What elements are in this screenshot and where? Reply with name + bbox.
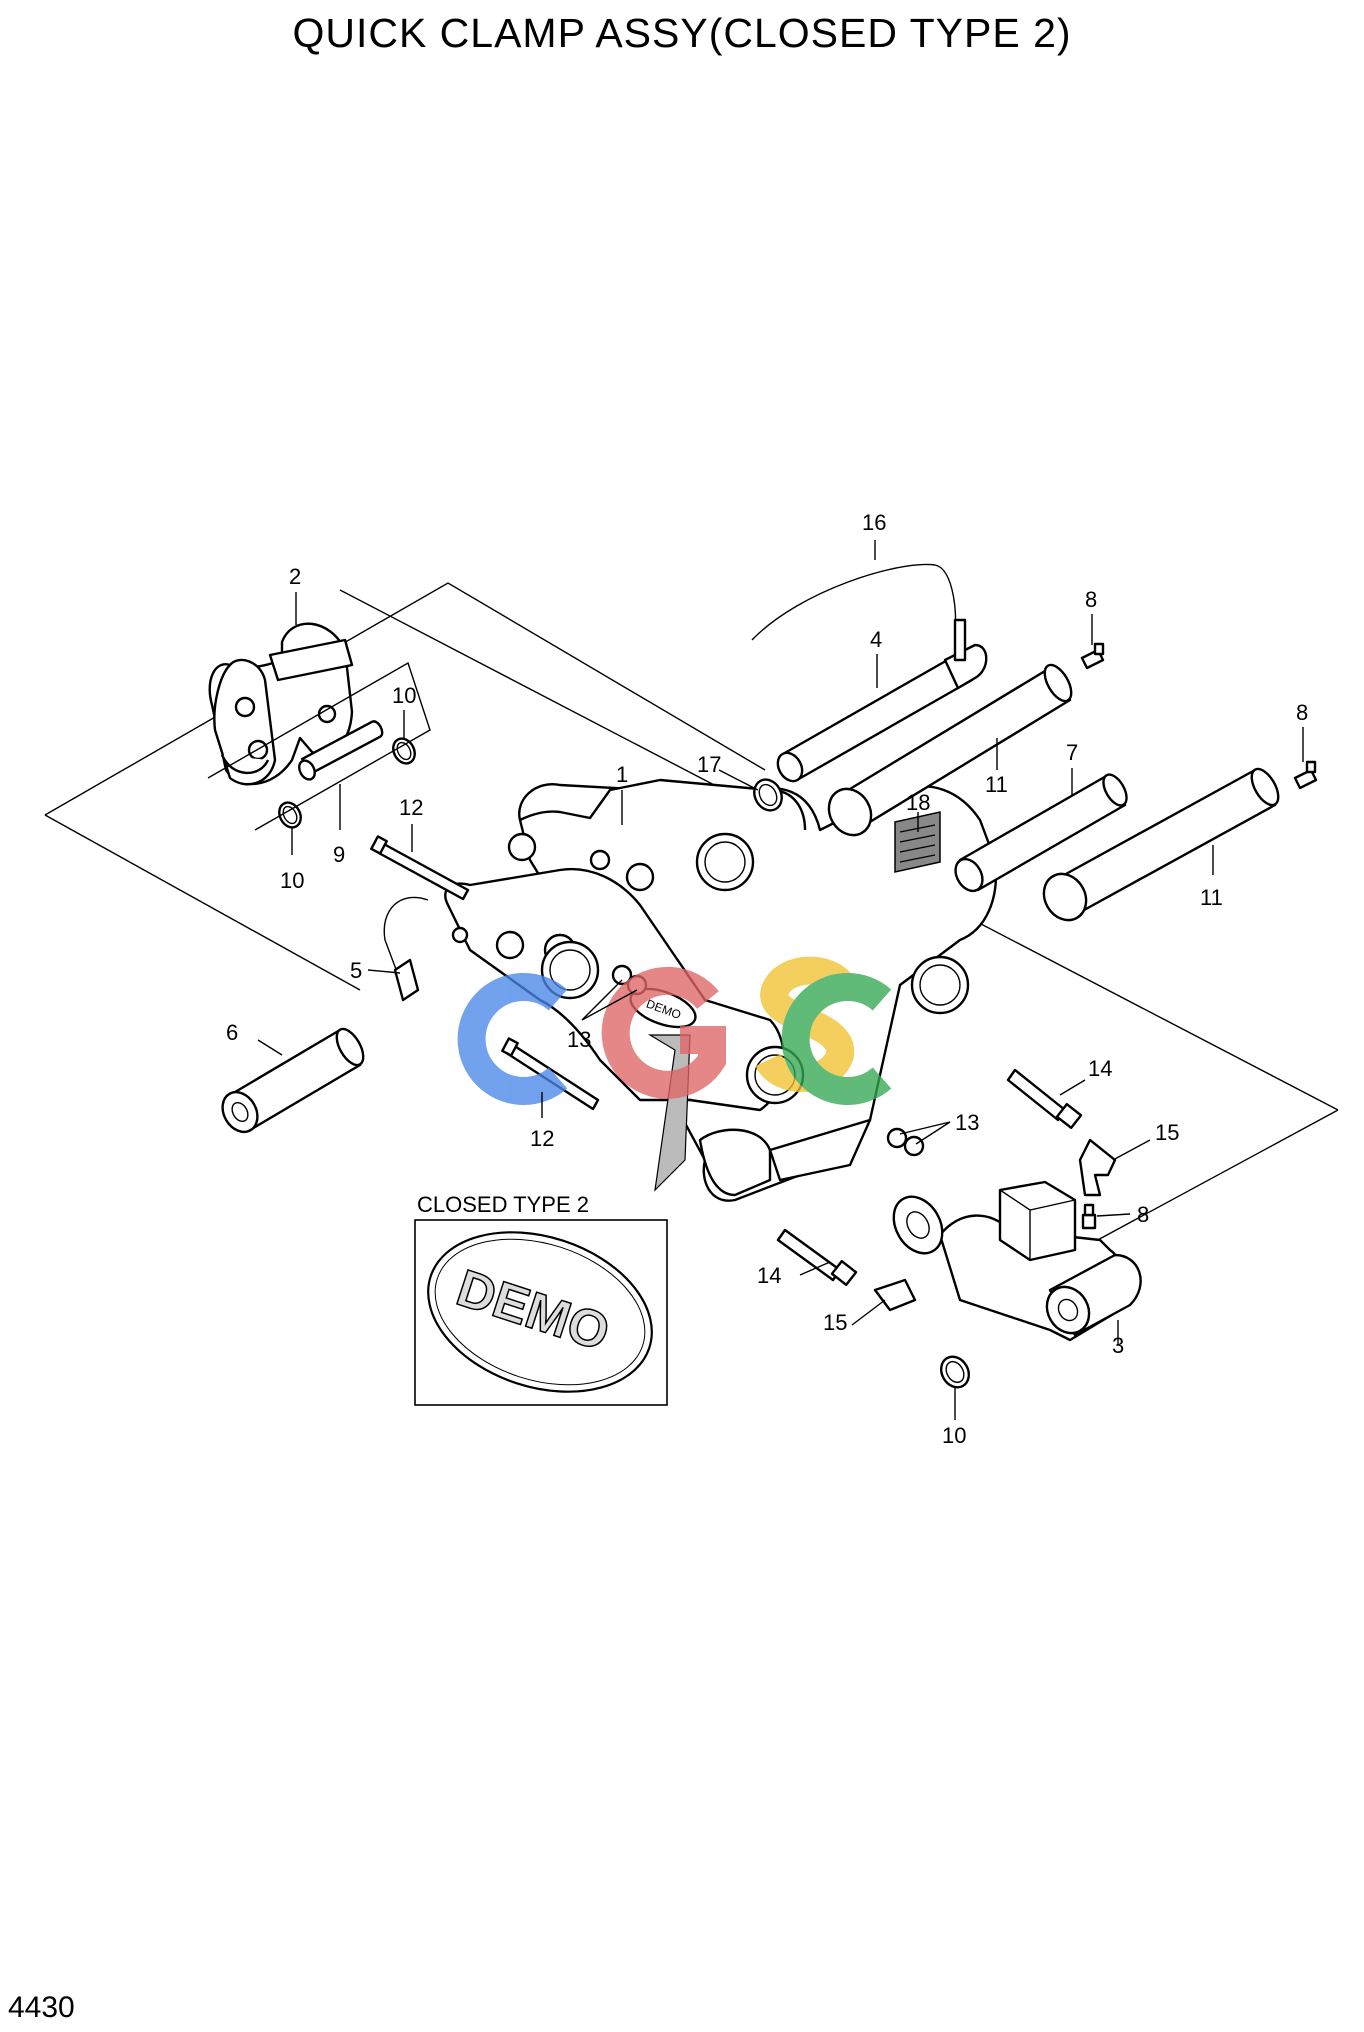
- callout-10-lower: 10: [280, 868, 304, 893]
- part-4-rod: [776, 618, 988, 783]
- part-14-fitting-lower: [776, 1228, 858, 1287]
- callout-8-right: 8: [1296, 700, 1308, 725]
- part-16-cable: [751, 563, 963, 661]
- part-3-cylinder: [892, 1180, 1142, 1342]
- callout-14-lower: 14: [757, 1263, 781, 1288]
- part-15-elbow-lower: [873, 1278, 917, 1312]
- callout-12-lower: 12: [530, 1126, 554, 1151]
- part-17-ring: [753, 778, 783, 812]
- callout-17: 17: [697, 752, 721, 777]
- page-title: QUICK CLAMP ASSY(CLOSED TYPE 2): [292, 10, 1072, 56]
- callout-8-cylinder: 8: [1137, 1202, 1149, 1227]
- callout-4: 4: [870, 627, 882, 652]
- callout-2: 2: [289, 564, 301, 589]
- callout-5: 5: [350, 958, 362, 983]
- page-number: 4430: [8, 1991, 75, 2024]
- closed-type-2-inset: DEMO: [414, 1219, 668, 1406]
- callout-9: 9: [333, 842, 345, 867]
- callout-10-cylinder: 10: [942, 1423, 966, 1448]
- callout-13-left: 13: [567, 1027, 591, 1052]
- leader-lines: [257, 540, 1304, 1420]
- callout-3: 3: [1112, 1333, 1124, 1358]
- part-9-pin: [298, 720, 384, 781]
- part-2-bracket: [208, 622, 354, 786]
- part-14-fitting-upper: [1006, 1068, 1083, 1130]
- callout-14-upper: 14: [1088, 1056, 1112, 1081]
- part-7-tube: [954, 773, 1128, 893]
- callout-1: 1: [616, 762, 628, 787]
- callout-labels: 2 10 10 9 12 1 16 4 17 8 11 18 7 8 11 5 …: [226, 510, 1308, 1448]
- part-10-ring-cylinder: [939, 1355, 971, 1389]
- part-1-main-frame: DEMO: [444, 778, 998, 1202]
- callout-13-right: 13: [955, 1110, 979, 1135]
- part-10-ring-lower: [278, 801, 302, 829]
- callout-12-upper: 12: [399, 795, 423, 820]
- part-15-elbow-upper: [1078, 1138, 1117, 1197]
- callout-6: 6: [226, 1020, 238, 1045]
- part-8-nipple-top: [1080, 642, 1105, 670]
- callout-16: 16: [862, 510, 886, 535]
- callout-15-upper: 15: [1155, 1120, 1179, 1145]
- inset-caption: CLOSED TYPE 2: [417, 1192, 589, 1217]
- callout-8-top: 8: [1085, 587, 1097, 612]
- part-8-nipple-cylinder: [1081, 1203, 1097, 1230]
- callout-11-upper: 11: [985, 772, 1008, 797]
- part-11-tube-lower: [1042, 767, 1280, 922]
- part-5-lock-pin: [383, 896, 429, 1002]
- callout-10-upper: 10: [392, 683, 416, 708]
- callout-7: 7: [1066, 740, 1078, 765]
- part-10-ring-upper: [392, 737, 416, 765]
- callout-18: 18: [906, 790, 930, 815]
- part-6-pin: [221, 1027, 365, 1134]
- watermark: [457, 956, 892, 1105]
- part-11-tube-upper: [827, 663, 1073, 837]
- part-8-nipple-right: [1293, 760, 1318, 790]
- callout-15-lower: 15: [823, 1310, 847, 1335]
- part-12-bolt-upper: [370, 835, 470, 901]
- callout-11-lower: 11: [1200, 885, 1223, 910]
